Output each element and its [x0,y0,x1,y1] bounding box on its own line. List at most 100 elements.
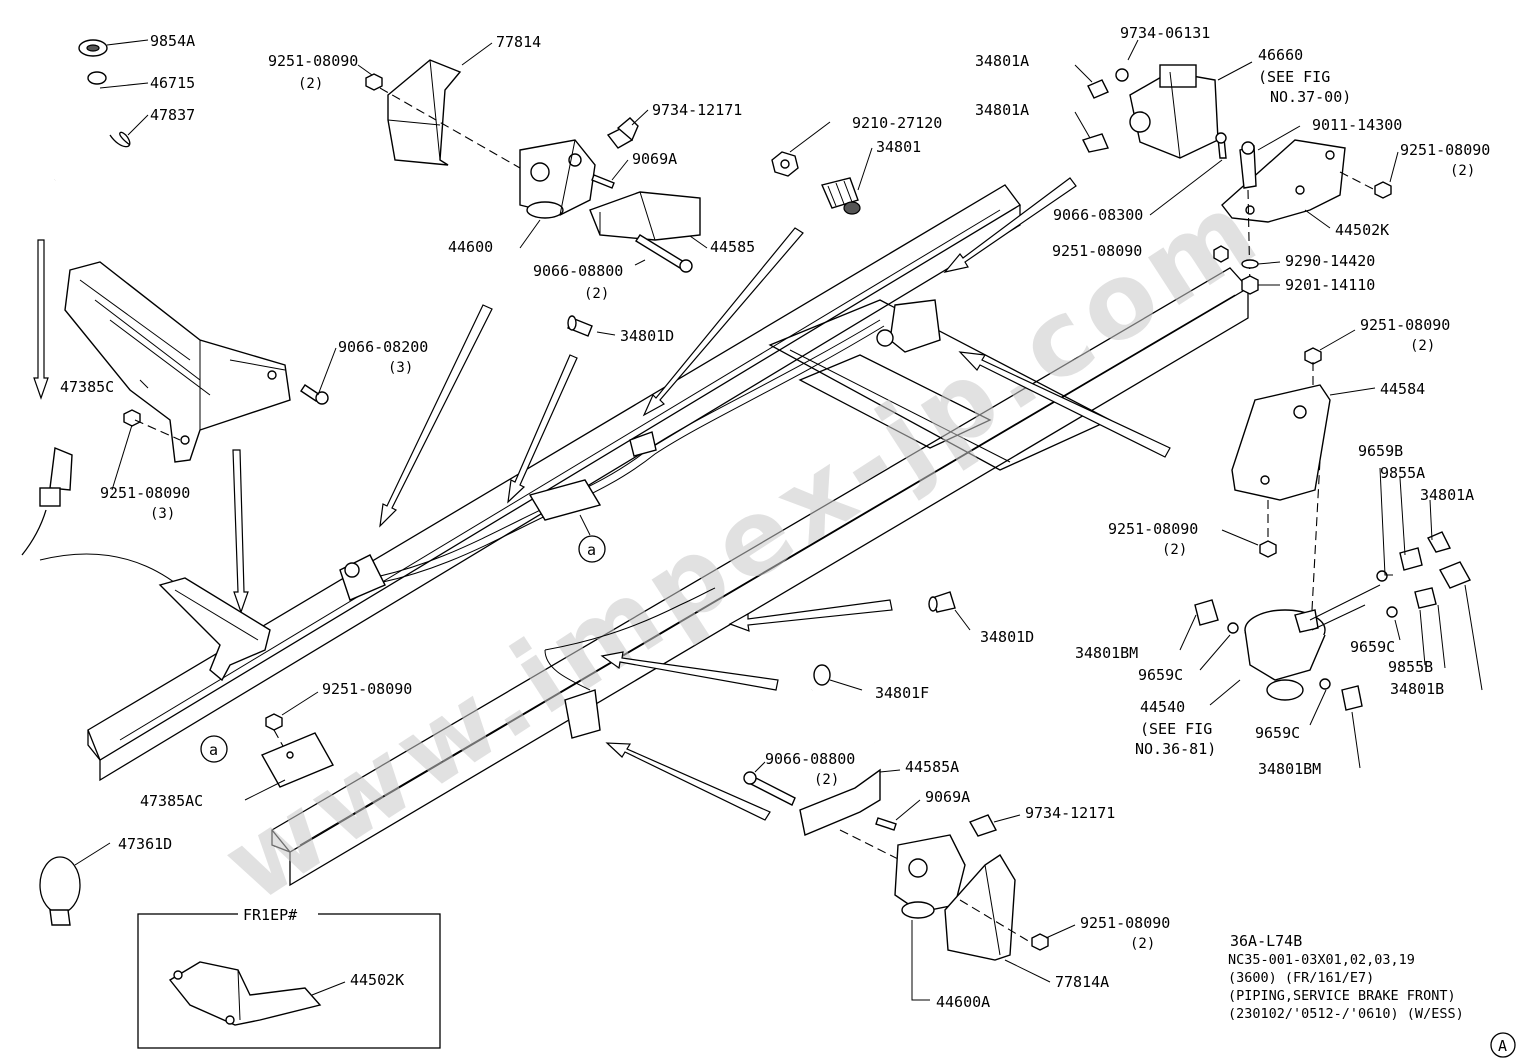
callout-9251-lower-r-qty: (2) [1162,542,1187,558]
footer-line2: (3600) (FR/161/E7) [1228,970,1374,986]
callout-9251-bottom: 9251-08090 [322,680,412,698]
flow-arrow [232,449,249,614]
flow-arrow [605,742,771,821]
callout-9210-27120: 9210-27120 [852,114,942,132]
nut-9251-right [1374,181,1392,199]
plate-47385AC [261,732,334,788]
callout-9066-08800-top-qty: (2) [584,286,609,302]
flow-arrow [600,651,779,691]
ring-9659C-2 [1386,606,1398,618]
callout-44584: 44584 [1380,380,1425,398]
callout-9251-left: 9251-08090 [100,484,190,502]
callout-9066-08300: 9066-08300 [1053,206,1143,224]
callout-9855B: 9855B [1388,658,1433,676]
callout-9734-12171-bot: 9734-12171 [1025,804,1115,822]
callout-9251-44584: 9251-08090 [1360,316,1450,334]
ring-9659C-1 [1227,622,1239,634]
footer-line4: (230102/'0512-/'0610) (W/ESS) [1228,1006,1464,1022]
hose-34801F [807,664,876,744]
footer-line3: (PIPING,SERVICE BRAKE FRONT) [1228,988,1456,1004]
relay-valve-44540 [1244,609,1326,701]
elbow-34801A-3 [1427,531,1452,553]
callout-9251-mid: 9251-08090 [1052,242,1142,260]
connector-rail [629,431,657,457]
callout-34801F: 34801F [875,684,929,702]
hose-46715 [53,71,107,184]
callout-9855A: 9855A [1380,464,1425,482]
bolt-9066-08800-bot [743,771,796,806]
callout-9251-right: 9251-08090 [1400,141,1490,159]
callout-9251-right-qty: (2) [1450,163,1475,179]
sensor-left [21,447,73,556]
callout-9066-08800-bot: 9066-08800 [765,750,855,768]
bolt-9066-08300 [1215,132,1227,159]
callout-34801BM-1: 34801BM [1075,644,1138,662]
fitting-34801 [821,177,861,215]
valve-44600A [894,834,966,919]
fitting-9734-06131 [1115,68,1129,82]
callout-44600: 44600 [448,238,493,256]
clip-9854A [78,39,108,57]
callout-47385AC: 47385AC [140,792,203,810]
callout-46660-note2: NO.37-00) [1270,88,1351,106]
flow-arrow [33,239,49,400]
bracket-77814 [387,59,462,166]
bolt-9066-08800-top [635,234,693,273]
view-marker-A-text: A [1498,1037,1507,1055]
callout-9066-08200-qty: (3) [388,360,413,376]
elbow-9734-12171-top [606,117,639,149]
bolt-9066-08200 [300,384,329,405]
callout-77814A: 77814A [1055,973,1109,991]
callout-9659C-3: 9659C [1255,724,1300,742]
callout-9251-bot2-qty: (2) [1130,936,1155,952]
callout-9251-left-qty: (3) [150,506,175,522]
flow-arrow [958,351,1171,458]
callout-9734-06131: 9734-06131 [1120,24,1210,42]
callout-9659B: 9659B [1358,442,1403,460]
callout-44540-note1: (SEE FIG [1140,720,1212,738]
footer-line1: NC35-001-03X01,02,03,19 [1228,952,1415,968]
fitting-9855B [1414,587,1437,609]
fitting-34801D-mid [928,591,956,613]
fitting-34801BM-1 [1194,599,1219,626]
bracket-44585A [799,768,881,836]
nut-9210-27120 [771,151,799,177]
nut-9251-top [365,73,383,91]
nut-9251-44584 [1304,347,1322,365]
view-marker-a1-text: a [587,541,596,559]
elbow-34801A-1 [1087,79,1109,99]
ring-9659C-3 [1319,678,1331,690]
callout-44600A: 44600A [936,993,990,1011]
plate-rail [528,479,602,521]
callout-34801D-top: 34801D [620,327,674,345]
callout-34801A-1: 34801A [975,52,1029,70]
flow-arrow [642,227,804,417]
callout-34801B: 34801B [1390,680,1444,698]
tie-47837 [109,131,131,148]
nut-9251-bot2 [1031,933,1049,951]
inset-box [137,906,441,1049]
clamp-47361D [39,856,81,926]
bolt-9069A-top [591,174,615,189]
bracket-44584 [1231,384,1331,501]
callout-46660-note1: (SEE FIG [1258,68,1330,86]
nut-9251-left [123,409,141,427]
bolt-9069A-bot [875,817,897,831]
flow-arrow [943,177,1077,273]
view-marker-a2-text: a [209,741,218,759]
view-marker-a1 [578,535,606,563]
inset-part-label: 44502K [350,971,404,989]
fitting-34801D-top [567,315,593,337]
watermark: www.impex-jp.com [202,166,1281,926]
ring-9659B [1376,570,1388,582]
bracket-rail-valve [339,554,386,601]
washer-9290-14420 [1241,259,1259,269]
callout-9854A: 9854A [150,32,195,50]
callout-47837: 47837 [150,106,195,124]
callout-44540: 44540 [1140,698,1185,716]
callout-34801: 34801 [876,138,921,156]
callout-34801A-2: 34801A [975,101,1029,119]
callout-44585A: 44585A [905,758,959,776]
bracket-44585 [589,191,701,241]
